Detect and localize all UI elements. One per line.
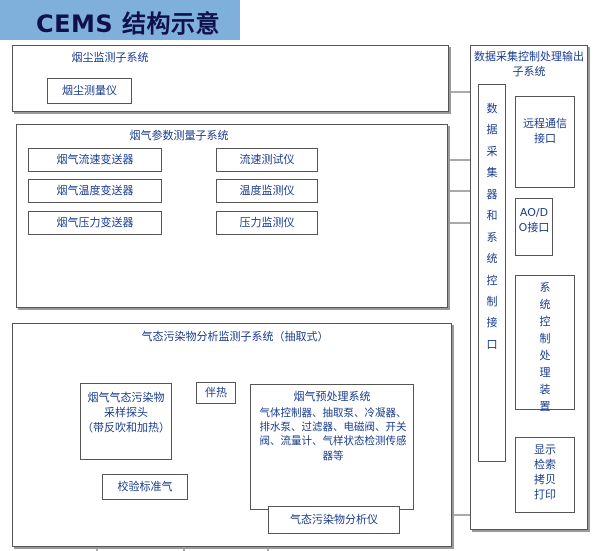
dust-subsystem-title: 烟尘监测子系统 — [71, 51, 149, 64]
probe-box — [80, 383, 172, 460]
aodo-interface-box — [515, 198, 553, 256]
flow-instrument-label: 流速测试仪 — [239, 153, 295, 166]
pressure-transmitter-box — [28, 211, 162, 235]
temp-instrument-label: 温度监测仪 — [239, 184, 295, 197]
remote-interface-box — [515, 96, 575, 188]
pretreatment-title: 烟气预处理系统 — [293, 390, 371, 403]
flow-transmitter-box — [28, 148, 162, 172]
display-label: 显示 检索 拷贝 打印 — [534, 443, 556, 501]
temp-transmitter-box — [28, 179, 162, 203]
gas-subsystem-title: 气态污染物分析监测子系统（抽取式） — [141, 330, 329, 343]
gas-analyzer-label: 气态污染物分析仪 — [290, 513, 378, 526]
dust-meter-label: 烟尘测量仪 — [62, 84, 117, 97]
heat-tracing-label: 伴热 — [205, 386, 227, 399]
flow-instrument-box — [216, 148, 318, 172]
aodo-interface-label: AO/D O接口 — [518, 206, 550, 234]
pressure-instrument-box — [216, 211, 318, 235]
temp-transmitter-label: 烟气温度变送器 — [56, 184, 134, 197]
flue-param-subsystem-title: 烟气参数测量子系统 — [129, 129, 229, 142]
flow-transmitter-label: 烟气流速变送器 — [56, 153, 134, 166]
collector-box — [478, 84, 506, 462]
heat-tracing-box — [196, 382, 236, 404]
temp-instrument-box — [216, 179, 318, 203]
calibration-gas-box — [102, 474, 188, 500]
pretreatment-detail: 气体控制器、抽取泵、冷凝器、 排水泵、过滤器、电磁阀、开关 阀、流量计、气样状态… — [259, 407, 407, 462]
daq-subsystem-title: 数据采集控制处理输出 子系统 — [474, 50, 584, 78]
gas-analyzer-box — [268, 506, 400, 534]
display-box — [515, 437, 575, 513]
page-title: CEMS 结构示意 — [36, 10, 221, 38]
pressure-instrument-label: 压力监测仪 — [239, 216, 295, 229]
title-banner: CEMS 结构示意 — [0, 0, 240, 40]
collector-label: 数 据 采 集 器 和 系 统 控 制 接 口 — [486, 102, 498, 351]
calibration-gas-label: 校验标准气 — [117, 480, 173, 493]
dust-meter-box — [47, 78, 132, 104]
control-device-box — [515, 275, 575, 410]
pretreatment-box — [250, 384, 414, 510]
probe-label: 烟气气态污染物 采样探头 （带反吹和加热） — [82, 391, 170, 434]
control-device-label: 系 统 控 制 处 理 装 置 — [539, 281, 551, 414]
remote-interface-label: 远程通信 接口 — [523, 117, 567, 145]
pressure-transmitter-label: 烟气压力变送器 — [56, 216, 134, 229]
